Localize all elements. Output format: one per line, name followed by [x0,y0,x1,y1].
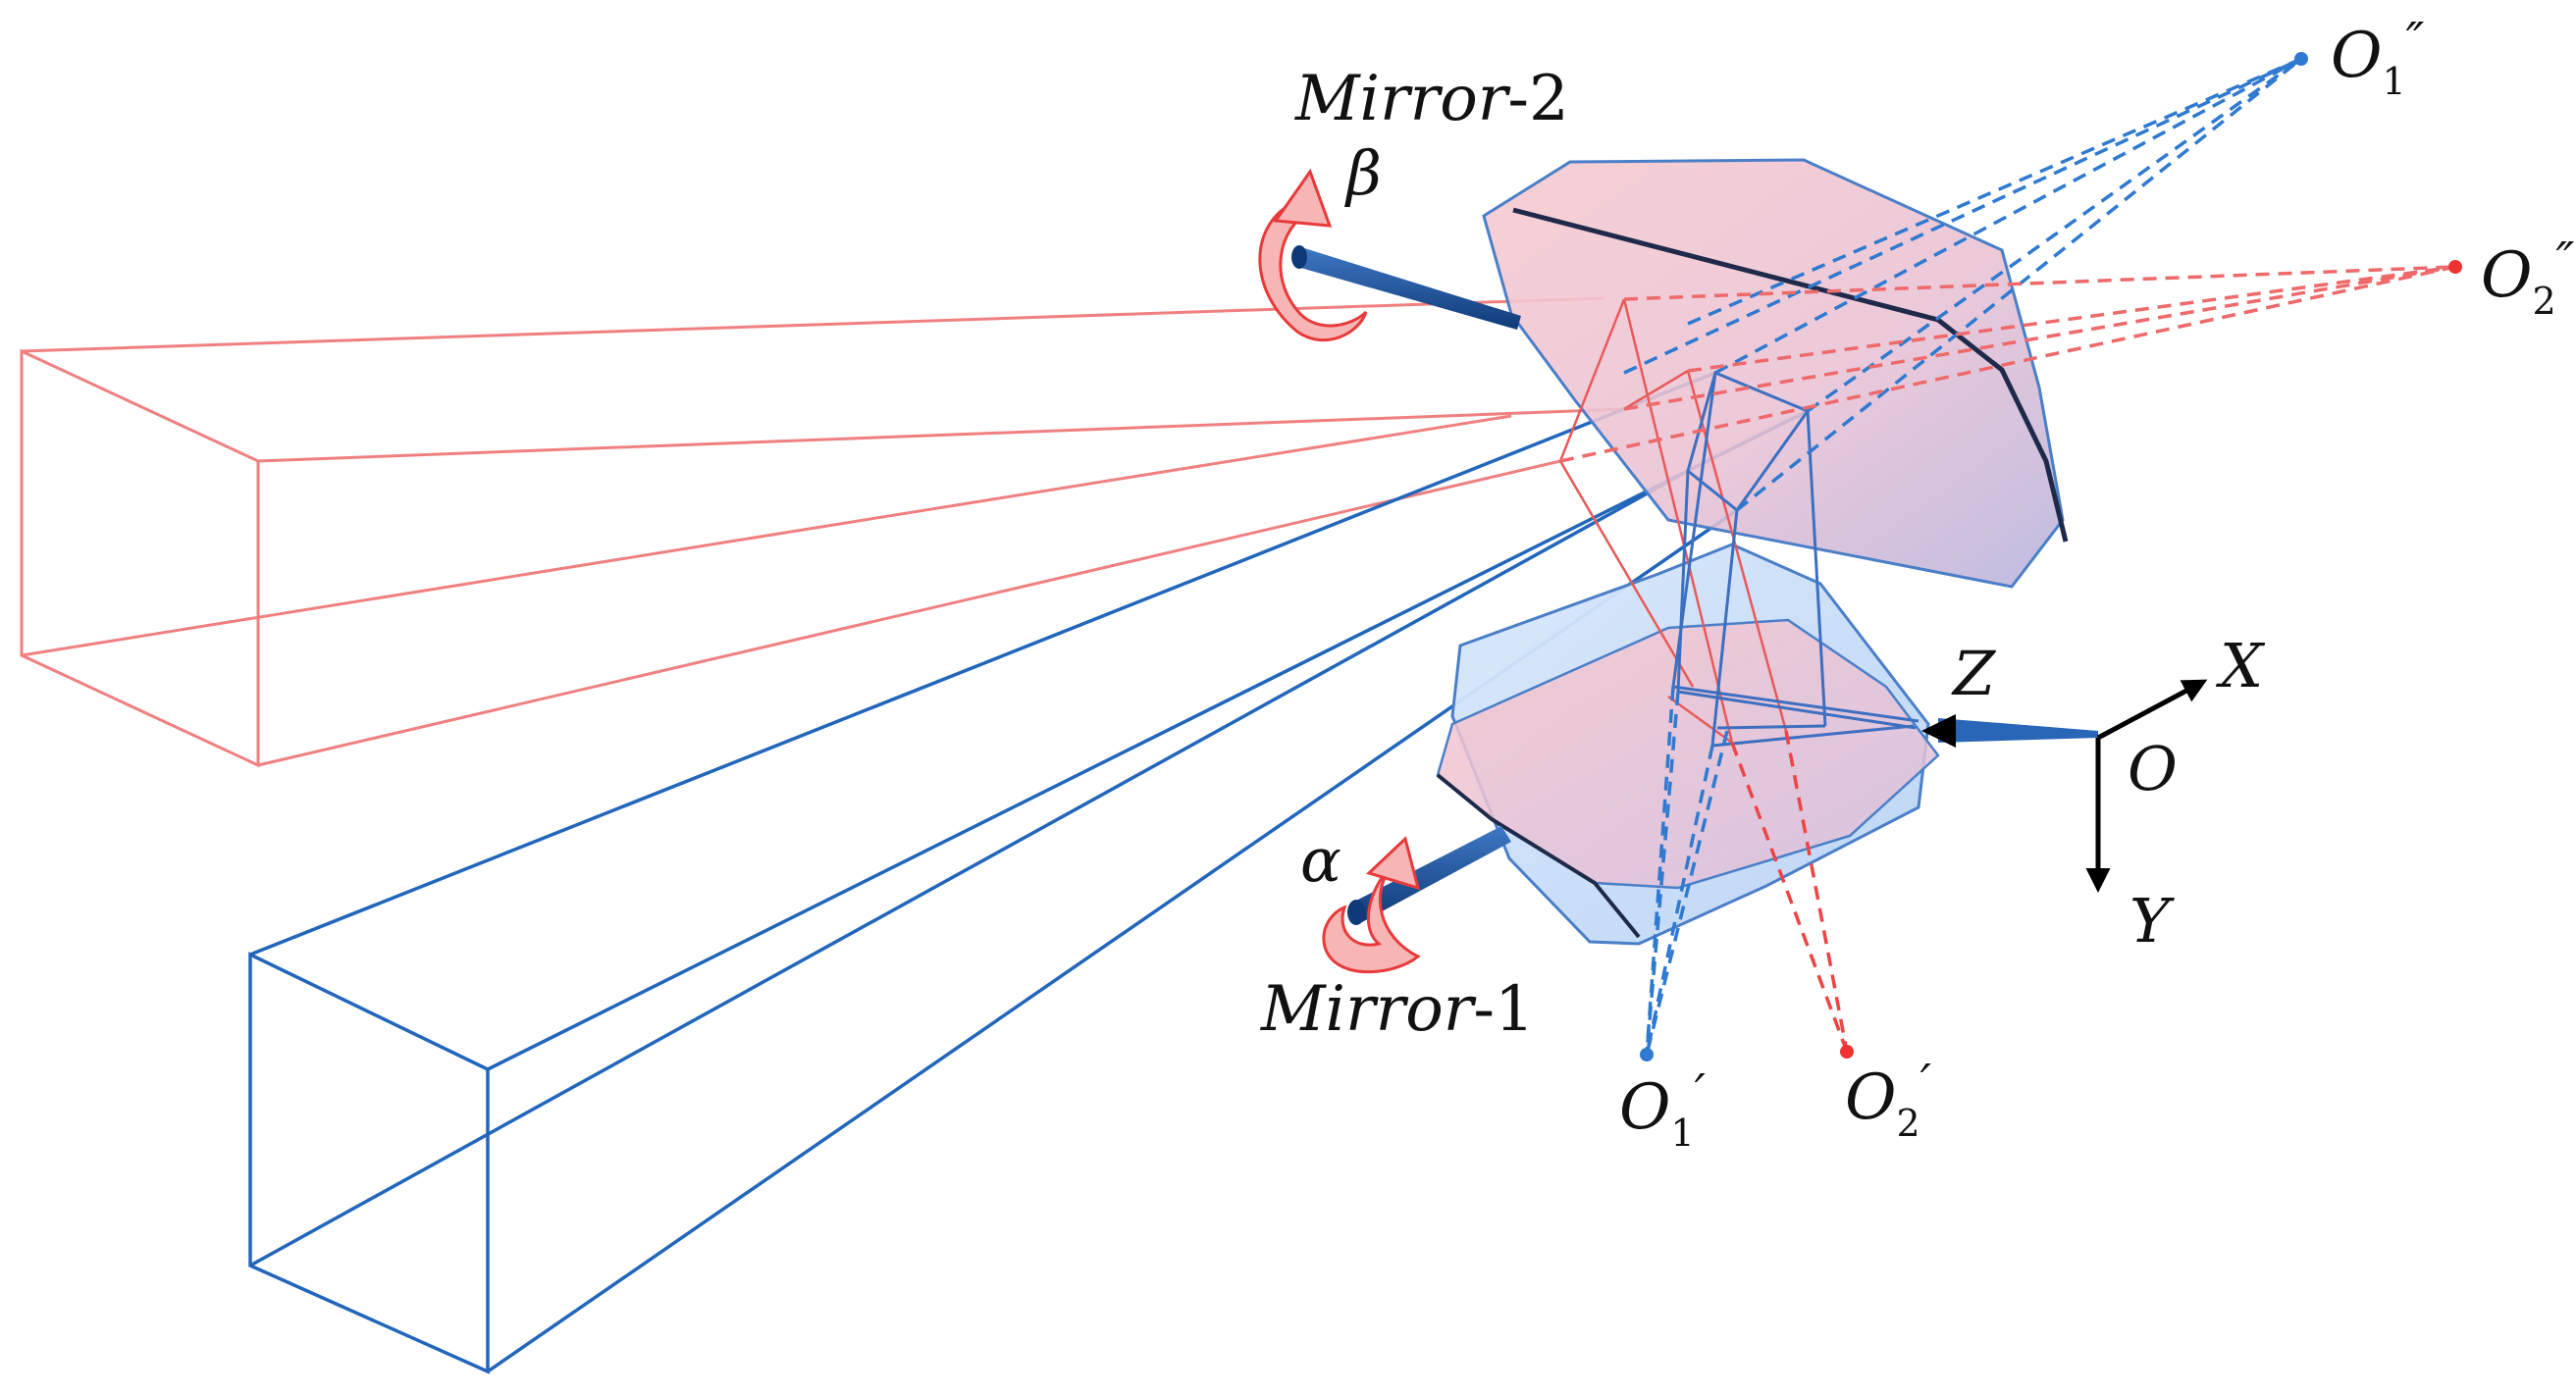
label-z-axis: Z [1951,638,1996,709]
blue-dashed-rays-lower [1645,686,1729,1056]
coordinate-axes [2085,679,2208,893]
label-beta: β [1344,137,1382,209]
label-o2-double-prime: O2″ [2481,232,2575,323]
label-o1-prime: O1′ [1619,1063,1707,1155]
blue-inner-rays [1671,370,1919,748]
mirror-1 [1347,543,1940,946]
red-inner-rays [1558,298,1788,745]
point-o1-prime [1640,1048,1654,1061]
label-x-axis: X [2216,630,2266,701]
mirror-2-body [1482,158,2065,589]
label-o2-prime: O2′ [1845,1054,1932,1145]
red-dashed-rays-lower [1730,730,1849,1053]
mirror-2-top-edge [1512,207,2069,543]
label-mirror-2: Mirror-2 [1294,63,1569,135]
z-axis-arrow [1921,714,1956,748]
mirror-2 [1291,158,2069,589]
label-o1-double-prime: O1″ [2331,12,2425,103]
label-y-axis: Y [2129,885,2175,957]
point-o2-prime [1840,1045,1854,1059]
label-origin: O [2128,733,2178,804]
red-dashed-rays-upper [1559,265,2456,463]
incident-beam [1921,714,2098,748]
mirror-1-shaft [1352,826,1511,922]
point-o1-double-prime [2294,52,2308,66]
label-alpha: α [1300,824,1341,896]
point-o2-double-prime [2448,260,2462,274]
x-axis [2096,679,2208,741]
mirror-2-shaft [1297,247,1521,330]
blue-far-plane [248,952,490,1374]
red-projection-frustum [20,296,1625,768]
label-mirror-1: Mirror-1 [1260,973,1535,1046]
rotation-arrow-beta [1258,168,1368,342]
rotation-arrow-alpha [1322,836,1421,974]
red-far-plane [20,348,260,768]
